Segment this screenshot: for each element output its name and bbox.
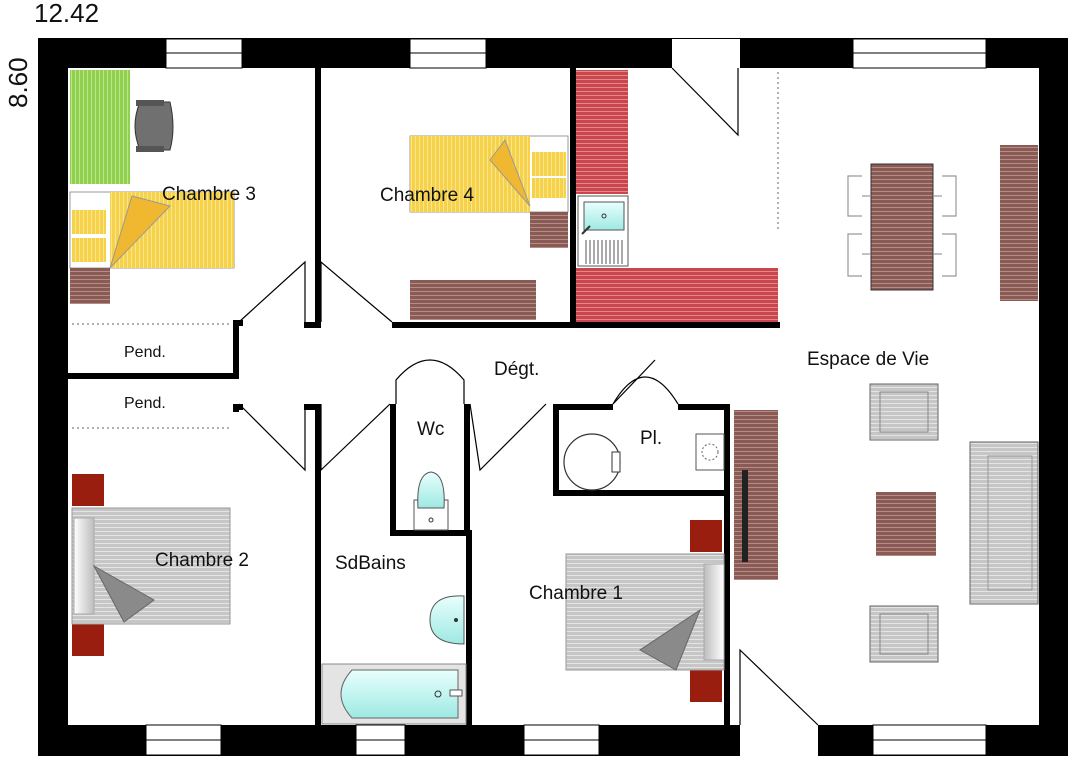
windows (145, 38, 987, 756)
door-sdbains (320, 403, 391, 472)
room-label-pend-bottom: Pend. (124, 395, 166, 412)
door-chambre3 (238, 260, 306, 323)
chambre1-furniture (565, 520, 725, 702)
room-label-chambre2: Chambre 2 (155, 550, 249, 571)
door-chambre4 (320, 260, 393, 323)
nightstand (70, 268, 110, 304)
washbasin-icon (429, 595, 465, 645)
room-label-sdbains: SdBains (335, 553, 406, 574)
armchair-top (869, 383, 939, 441)
door-chambre1 (469, 403, 547, 472)
room-label-chambre4: Chambre 4 (380, 185, 474, 206)
width-dimension-label: 12.42 (34, 0, 99, 28)
room-label-pend-top: Pend. (124, 344, 166, 361)
dining-table (870, 163, 934, 291)
nightstand (690, 670, 722, 702)
placard-appliances (563, 433, 725, 491)
sideboard (1000, 145, 1038, 301)
bed-chambre2 (71, 507, 231, 625)
chambre2-furniture (71, 474, 231, 656)
entry-doors (671, 39, 819, 756)
tv-unit (734, 410, 778, 580)
dining-chairs (847, 175, 957, 277)
chambre4-furniture (409, 135, 569, 320)
nightstand (72, 474, 104, 506)
nightstand (690, 520, 722, 552)
dresser (410, 280, 536, 320)
kitchen (576, 70, 778, 322)
chambre3-furniture (69, 70, 235, 304)
coffee-table (876, 492, 936, 556)
nightstand (530, 212, 568, 248)
wc-fixtures (413, 471, 449, 531)
front-door (671, 67, 739, 137)
desk-chair-icon (134, 101, 174, 151)
living-furniture (734, 145, 1039, 663)
toilet-icon (417, 471, 445, 509)
room-labels: Chambre 3 Chambre 4 Chambre 2 Chambre 1 … (124, 184, 929, 604)
bathroom-fixtures (321, 595, 467, 725)
door-placard-leaf (612, 359, 656, 405)
interior-doors (238, 260, 679, 472)
nightstand (72, 624, 104, 656)
room-label-espace-de-vie: Espace de Vie (807, 349, 929, 370)
kitchen-counter-vertical (576, 70, 628, 194)
height-dimension-label: 8.60 (3, 57, 33, 108)
door-chambre2 (238, 403, 306, 472)
room-label-chambre3: Chambre 3 (162, 184, 256, 205)
room-label-chambre1: Chambre 1 (529, 583, 623, 604)
room-label-wc: Wc (417, 419, 444, 440)
door-placard (612, 376, 679, 405)
room-label-degt: Dégt. (494, 359, 539, 380)
room-label-placard: Pl. (640, 428, 662, 449)
closet-rails (72, 72, 779, 429)
sofa (969, 441, 1039, 605)
desk (70, 70, 130, 184)
door-wc (395, 359, 465, 404)
interior-walls (68, 68, 780, 725)
washing-machine (695, 433, 725, 471)
kitchen-counter-horizontal (576, 268, 778, 322)
back-door (739, 648, 819, 726)
armchair-bottom (869, 605, 939, 663)
